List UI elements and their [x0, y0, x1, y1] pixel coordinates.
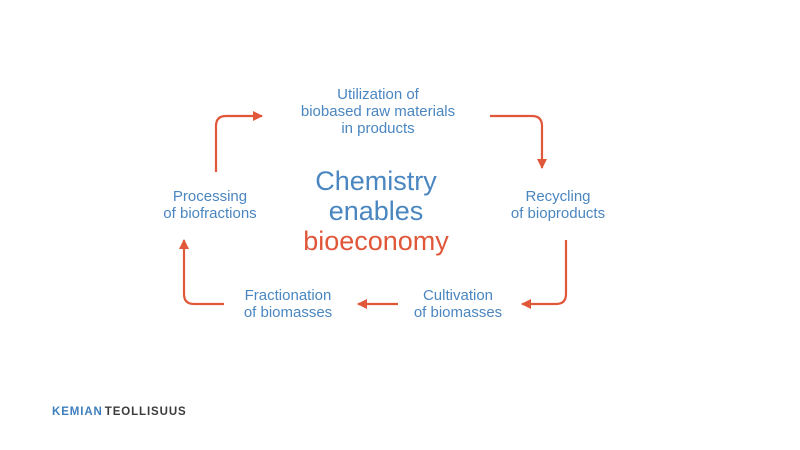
node-recycling-line1: Recycling [525, 188, 591, 205]
center-title-line2: enables [328, 196, 424, 226]
node-utilization: Utilization of biobased raw materials in… [278, 86, 478, 137]
node-fractionation: Fractionation of biomasses [218, 287, 358, 321]
logo-part1: KEMIAN [52, 406, 103, 418]
center-title-line1: Chemistry [315, 166, 437, 196]
node-cultivation-line1: Cultivation [422, 287, 494, 304]
node-processing-line1: Processing [172, 188, 248, 205]
arrow-right-to-bottom [521, 240, 568, 309]
node-recycling-line2: of bioproducts [510, 205, 606, 222]
arrow-bottom-left-to-left [179, 239, 224, 306]
node-utilization-line3: in products [341, 120, 415, 137]
node-cultivation-line2: of biomasses [413, 304, 503, 321]
node-recycling: Recycling of bioproducts [488, 188, 628, 222]
node-fractionation-line2: of biomasses [243, 304, 333, 321]
arrow-left-to-top [214, 111, 263, 172]
node-processing: Processing of biofractions [140, 188, 280, 222]
arrow-top-to-right [490, 114, 547, 169]
node-cultivation: Cultivation of biomasses [398, 287, 518, 321]
node-utilization-line1: Utilization of [337, 86, 419, 103]
node-utilization-line2: biobased raw materials [300, 103, 456, 120]
node-fractionation-line1: Fractionation [244, 287, 332, 304]
node-processing-line2: of biofractions [163, 205, 257, 222]
center-title-line3: bioeconomy [303, 226, 449, 256]
logo-part2: TEOLLISUUS [104, 406, 187, 418]
center-title: Chemistry enables bioeconomy [276, 166, 476, 256]
